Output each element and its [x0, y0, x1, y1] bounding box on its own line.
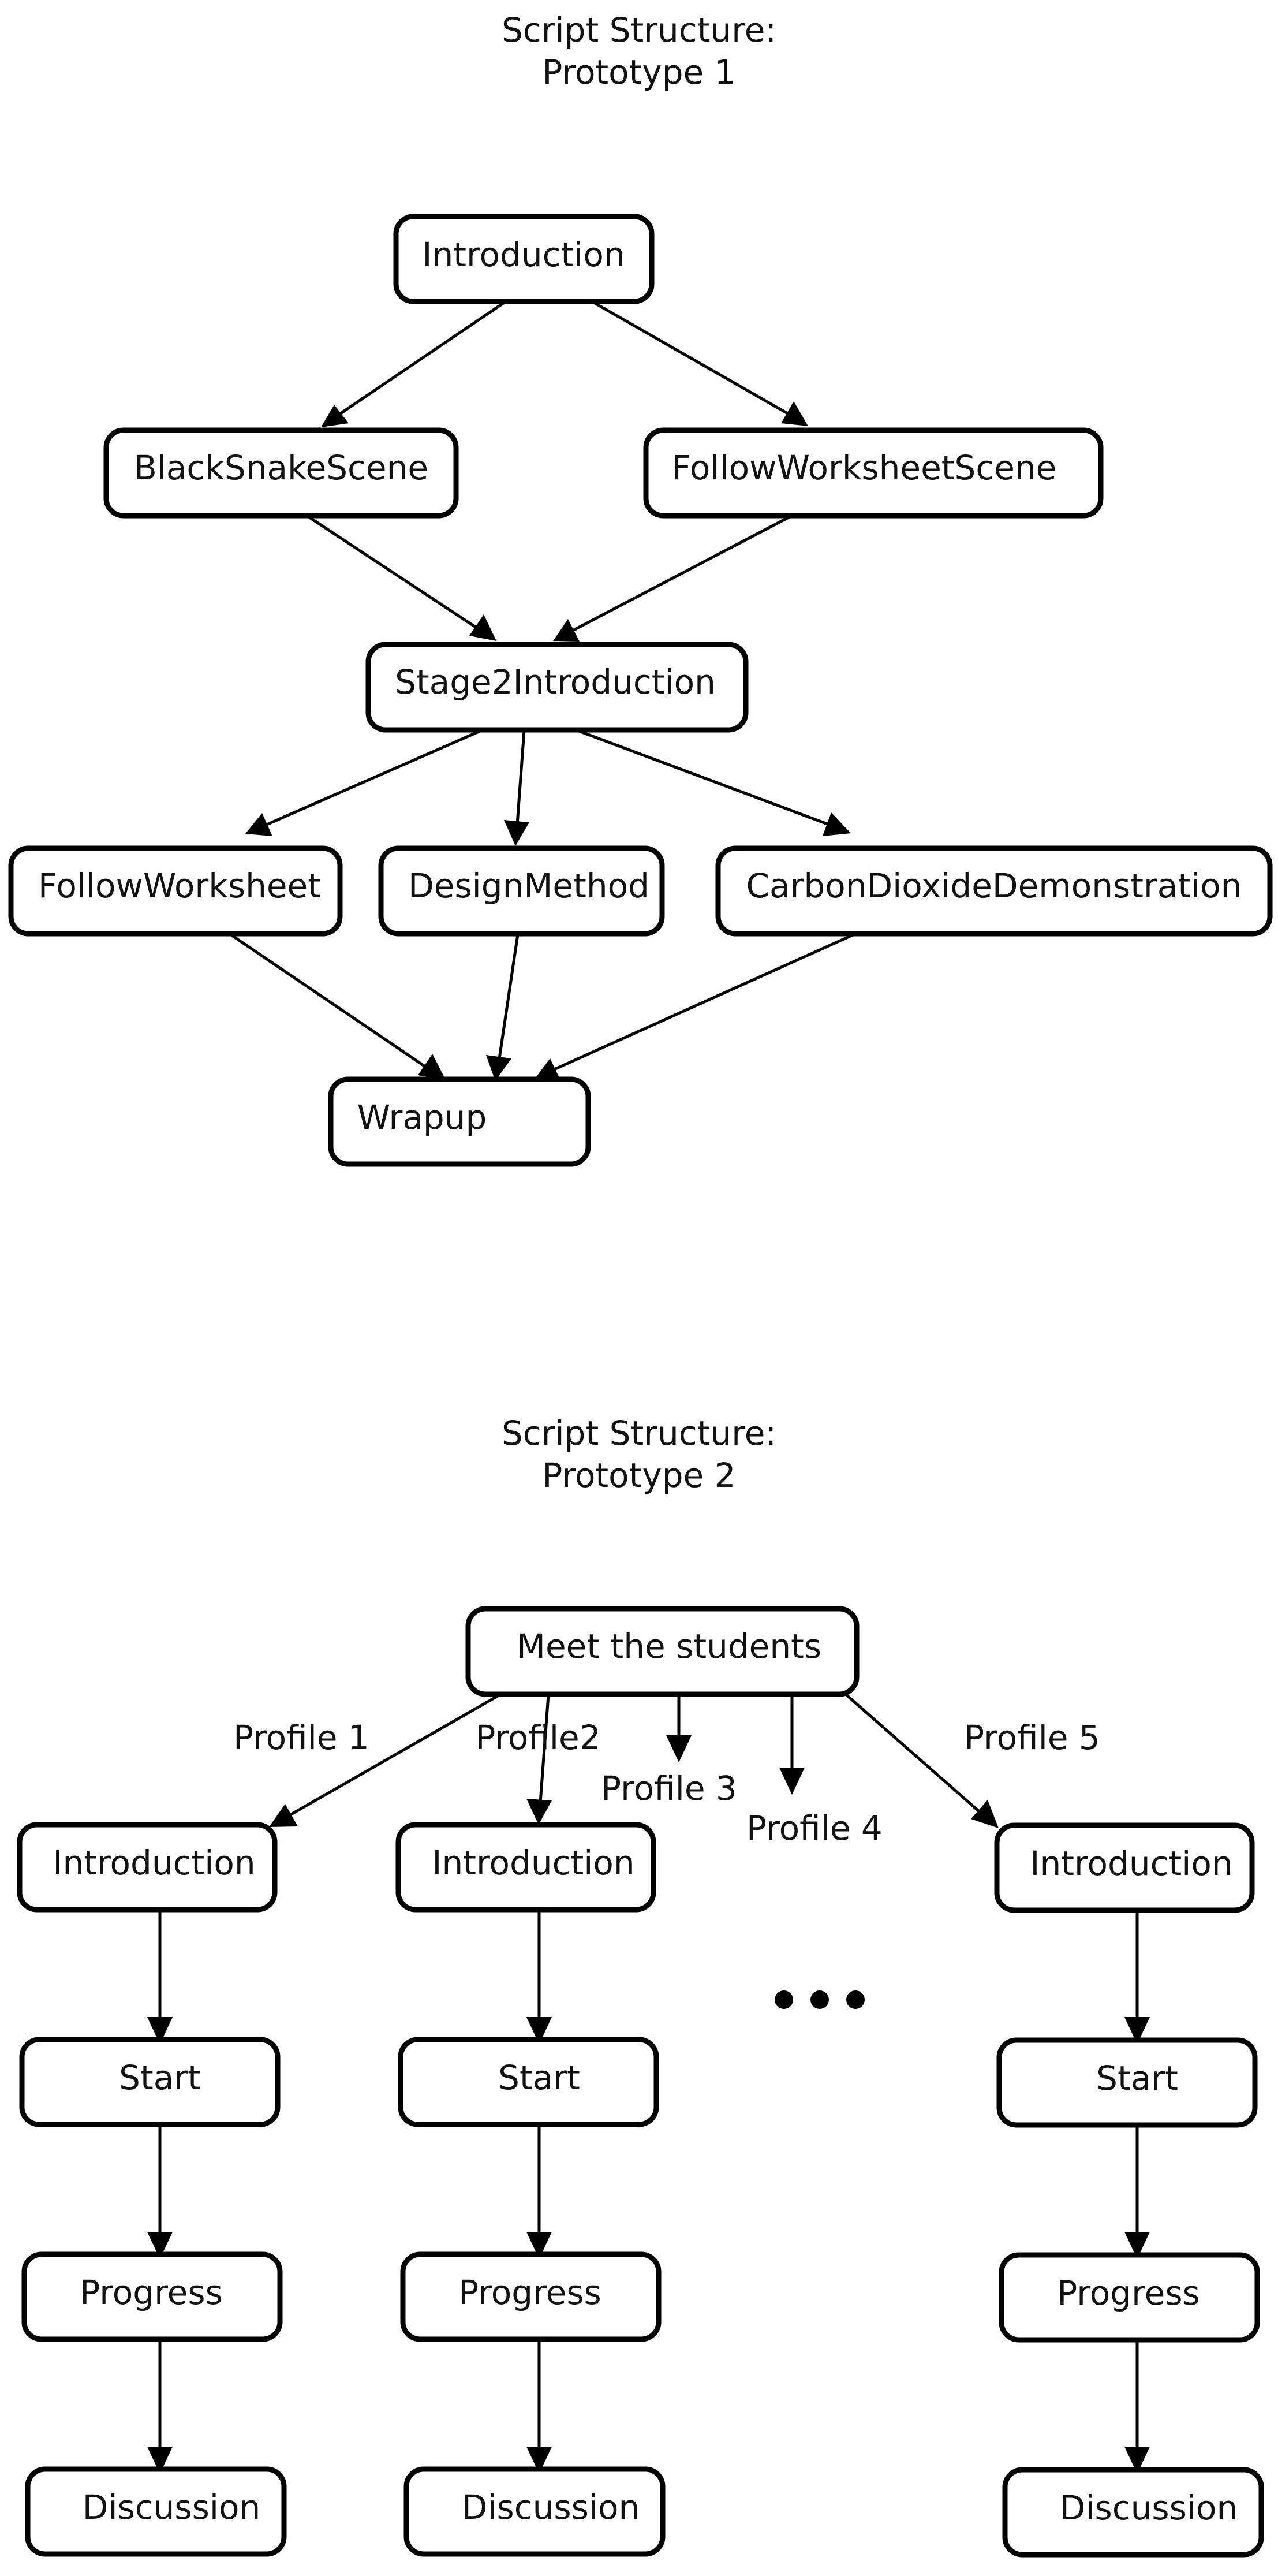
edge-root-to-col1	[287, 1693, 501, 1818]
arrowhead	[504, 820, 529, 846]
node-wrapup: Wrapup	[328, 1076, 591, 1167]
node-stage2-introduction: Stage2Introduction	[365, 642, 749, 733]
node-start: Start	[996, 2037, 1258, 2128]
edge-label-profile3: Profile 3	[601, 1769, 737, 1808]
edge-designmethod-to-wrapup	[497, 934, 520, 1063]
arrowhead	[469, 614, 496, 641]
node-introduction: Introduction	[17, 1822, 278, 1913]
profile-column-3: Introduction Start Progress Discussion	[994, 1822, 1264, 2558]
node-label: DesignMethod	[408, 866, 649, 905]
node-label: Start	[1096, 2059, 1178, 2098]
node-label: Start	[498, 2058, 580, 2097]
edge-label-profile4: Profile 4	[746, 1809, 883, 1848]
prototype2-root-edges	[269, 1693, 999, 1828]
node-label: Introduction	[53, 1843, 255, 1882]
arrowhead	[666, 1735, 692, 1762]
prototype2-title-line2: Prototype 2	[542, 1456, 735, 1495]
profile-column-2: Introduction Start Progress Discussion	[395, 1822, 666, 2557]
node-introduction: Introduction	[393, 214, 655, 304]
node-label: Introduction	[432, 1843, 634, 1882]
node-design-method: DesignMethod	[378, 845, 665, 937]
node-label: Stage2Introduction	[395, 662, 716, 702]
arrowhead	[526, 1799, 552, 1825]
node-label: Introduction	[422, 235, 625, 274]
node-label: BlackSnakeScene	[134, 448, 428, 487]
ellipsis-dots	[775, 1990, 865, 2009]
node-label: CarbonDioxideDemonstration	[746, 866, 1242, 905]
arrowhead	[245, 813, 272, 836]
node-label: FollowWorksheet	[38, 866, 321, 905]
node-label: Start	[119, 2058, 201, 2097]
node-start: Start	[398, 2037, 659, 2127]
edge-label-profile5: Profile 5	[964, 1718, 1100, 1757]
arrowhead	[534, 1058, 561, 1082]
arrowhead	[971, 1800, 999, 1828]
arrowhead	[147, 2017, 173, 2044]
arrowhead	[526, 2447, 552, 2474]
edge-stage2-to-designmethod	[515, 730, 526, 825]
edge-label-profile2: Profile2	[475, 1718, 600, 1757]
edge-intro-to-followworksheetscene	[592, 300, 791, 416]
arrowhead	[1124, 2232, 1150, 2259]
node-carbon-dioxide-demonstration: CarbonDioxideDemonstration	[715, 845, 1273, 937]
node-label: FollowWorksheetScene	[672, 448, 1057, 487]
arrowhead	[269, 1804, 298, 1827]
edge-stage2-to-followworksheet	[266, 729, 483, 826]
edge-intro-to-blacksnake	[338, 300, 506, 416]
node-discussion: Discussion	[25, 2466, 287, 2557]
arrowhead	[1124, 2017, 1150, 2044]
prototype1-title-line2: Prototype 1	[542, 53, 735, 92]
node-follow-worksheet: FollowWorksheet	[8, 845, 343, 937]
node-black-snake-scene: BlackSnakeScene	[103, 427, 459, 519]
arrowhead	[1124, 2447, 1150, 2474]
node-start: Start	[19, 2037, 281, 2127]
arrowhead	[526, 2232, 552, 2259]
node-introduction: Introduction	[395, 1822, 656, 1913]
arrowhead	[147, 2232, 173, 2259]
arrowhead	[553, 619, 580, 642]
node-label: Progress	[80, 2273, 223, 2312]
profile-column-1: Introduction Start Progress Discussion	[17, 1822, 287, 2557]
edge-blacksnake-to-stage2	[307, 515, 480, 631]
node-progress: Progress	[21, 2251, 283, 2342]
prototype1-edges	[210, 300, 855, 1082]
node-introduction: Introduction	[994, 1822, 1255, 1913]
node-label: Discussion	[462, 2488, 640, 2527]
arrowhead	[781, 401, 808, 426]
edge-carbondioxide-to-wrapup	[553, 933, 855, 1071]
node-label: Wrapup	[357, 1098, 487, 1137]
arrowhead	[823, 812, 851, 836]
edge-root-to-col2	[539, 1694, 550, 1803]
arrowhead	[418, 1054, 446, 1080]
edge-label-profile1: Profile 1	[233, 1718, 369, 1757]
edge-root-to-col3	[845, 1694, 984, 1815]
node-progress: Progress	[400, 2251, 662, 2342]
node-discussion: Discussion	[1002, 2467, 1264, 2558]
edge-followworksheet-to-wrapup	[210, 919, 427, 1069]
arrowhead	[526, 2017, 552, 2044]
prototype1-title-line1: Script Structure:	[502, 10, 776, 50]
node-label: Progress	[458, 2273, 601, 2312]
arrowhead	[147, 2447, 173, 2474]
node-meet-the-students: Meet the students	[465, 1606, 860, 1697]
node-label: Progress	[1057, 2273, 1200, 2313]
node-label: Meet the students	[517, 1627, 821, 1666]
arrowhead	[779, 1768, 805, 1795]
node-label: Introduction	[1030, 1844, 1232, 1883]
node-discussion: Discussion	[403, 2466, 666, 2557]
node-label: Discussion	[83, 2488, 260, 2527]
node-follow-worksheet-scene: FollowWorksheetScene	[643, 427, 1104, 519]
prototype2-title-line1: Script Structure:	[502, 1414, 776, 1453]
edge-stage2-to-carbondioxide	[577, 729, 829, 826]
node-label: Discussion	[1060, 2488, 1238, 2527]
arrowhead	[321, 405, 349, 427]
arrowhead	[486, 1055, 511, 1081]
edge-followworksheetscene-to-stage2	[571, 515, 792, 632]
node-progress: Progress	[999, 2252, 1260, 2343]
